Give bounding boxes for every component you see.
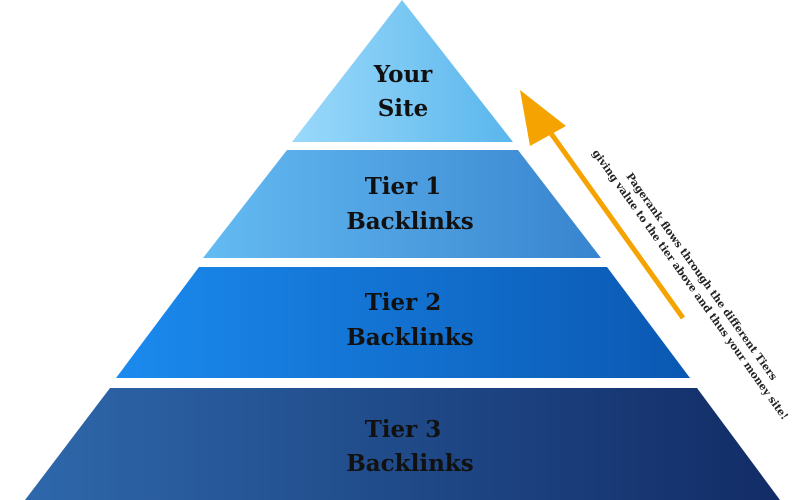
tier-your-site-shape (292, 0, 513, 142)
tier-3-shape (25, 388, 780, 500)
tier-2-shape (116, 267, 690, 378)
tier-label-line2: Backlinks (346, 324, 473, 351)
tier-label-line2: Backlinks (346, 208, 473, 235)
pagerank-note: Pagerank flows through the different Tie… (590, 148, 791, 423)
tier-1-backlinks: Tier 1 Backlinks (203, 150, 601, 258)
tier-label-line2: Backlinks (346, 450, 473, 477)
tier-label-line1: Tier 2 (365, 289, 442, 316)
tier-1-shape (203, 150, 601, 258)
tier-3-backlinks: Tier 3 Backlinks (25, 388, 780, 500)
pagerank-flow-arrow (520, 90, 686, 320)
tier-2-backlinks: Tier 2 Backlinks (116, 267, 690, 378)
tier-label-line1: Your (373, 61, 433, 88)
tier-label-line1: Tier 3 (365, 416, 442, 443)
arrow-head-icon (520, 90, 566, 146)
tier-your-site: Your Site (292, 0, 513, 142)
tier-label-line1: Tier 1 (365, 173, 442, 200)
tier-label-line2: Site (378, 95, 429, 122)
